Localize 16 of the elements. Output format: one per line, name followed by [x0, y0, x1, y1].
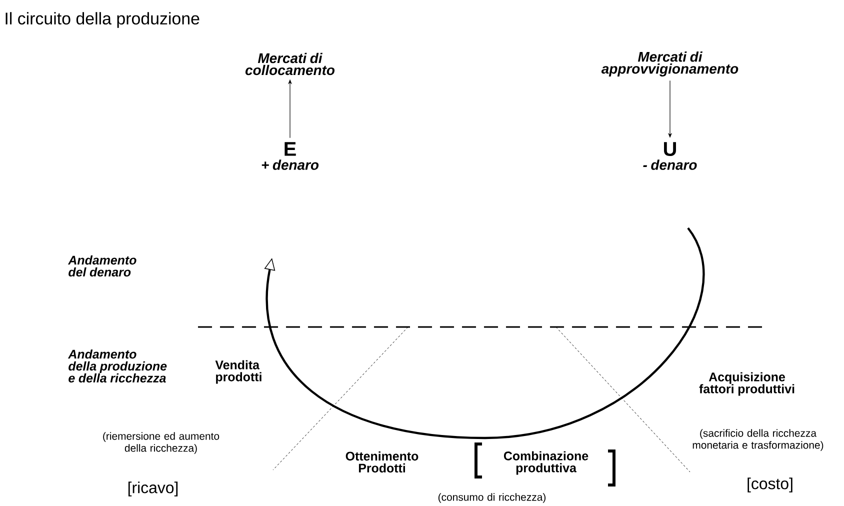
row-label: Andamento della produzione e della ricchezza: [68, 349, 167, 383]
result-label: [ricavo]: [128, 482, 178, 496]
note-text: (sacrificio della ricchezza monetaria e trasformazione): [692, 429, 824, 451]
phase-label: Acquisizione fattori produttivi: [699, 372, 794, 396]
phase-label: Combinazione produttiva: [504, 451, 588, 475]
result-label: [costo]: [748, 478, 792, 492]
phase-label: Ottenimento Prodotti: [346, 451, 418, 473]
note-text: (consumo di ricchezza): [438, 493, 546, 503]
phase-label: Vendita prodotti: [215, 360, 262, 384]
market-label: Mercati di collocamento: [245, 52, 335, 76]
balance-label: U - denaro: [643, 142, 697, 170]
balance-label: E + denaro: [262, 142, 319, 170]
row-label: Andamento del denaro: [68, 255, 136, 277]
market-label: Mercati di approvvigionamento: [601, 52, 738, 76]
note-text: (riemersione ed aumento della ricchezza): [103, 432, 220, 454]
title: Il circuito della produzione: [6, 12, 200, 28]
